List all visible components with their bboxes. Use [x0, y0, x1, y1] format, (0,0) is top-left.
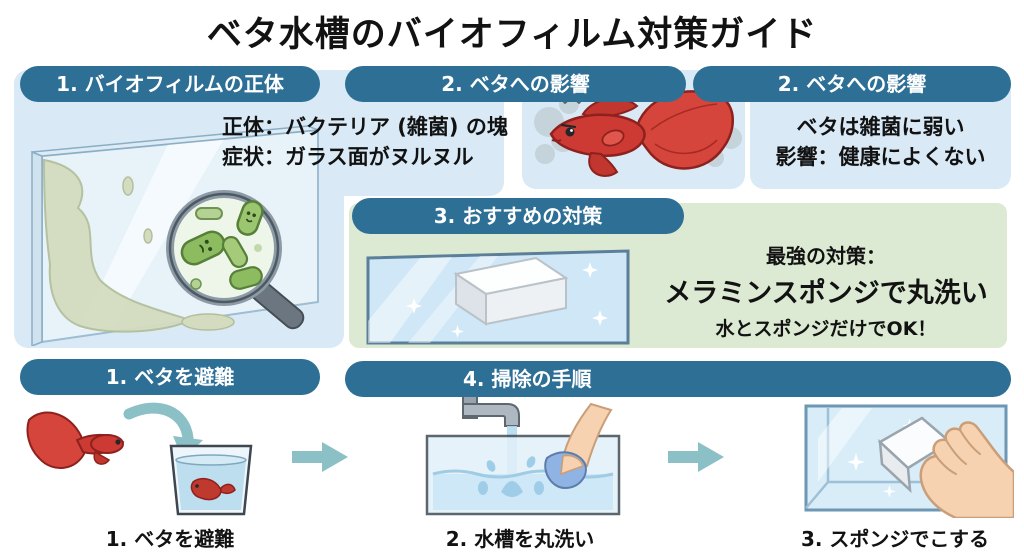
- sponge-wipe-illustration: [804, 404, 1014, 518]
- recommended-note: 水とスポンジだけでOK！: [715, 318, 937, 340]
- sponge-icon: [453, 256, 569, 326]
- betta-fish-small-icon: [26, 411, 125, 470]
- step-caption-2: 2. 水槽を丸洗い: [445, 527, 595, 551]
- hand-with-sponge-icon: [877, 416, 1014, 518]
- header-betta-impact-right: 2. ベタへの影響: [693, 66, 1011, 102]
- arrow-right-icon: [668, 442, 724, 472]
- step-caption-3: 3. スポンジでこする: [800, 527, 990, 551]
- aquarium-biofilm-illustration: [31, 125, 319, 346]
- recommended-main: メラミンスポンジで丸洗い: [664, 278, 988, 309]
- cup-with-betta-icon: [169, 444, 253, 516]
- identity-text: 正体：バクテリア (雑菌) の塊 症状：ガラス面がヌルヌル: [222, 112, 510, 172]
- identity-line-1: 正体：バクテリア (雑菌) の塊: [222, 115, 508, 139]
- melamine-sponge-illustration: [366, 249, 630, 345]
- impact-line-2: 影響：健康によくない: [775, 145, 986, 169]
- impact-text: ベタは雑菌に弱い 影響：健康によくない: [752, 112, 1009, 172]
- step-caption-1: 1. ベタを避難: [105, 527, 235, 551]
- header-betta-impact-left: 2. ベタへの影響: [345, 66, 686, 102]
- hand-with-cloth-icon: [544, 402, 613, 490]
- betta-to-cup-illustration: [26, 402, 253, 516]
- recommended-intro: 最強の対策：: [766, 244, 886, 268]
- arrow-right-icon: [292, 442, 348, 472]
- impact-line-1: ベタは雑菌に弱い: [796, 115, 965, 139]
- main-title: ベタ水槽のバイオフィルム対策ガイド: [206, 15, 818, 55]
- header-evacuate-betta: 1. ベタを避難: [20, 359, 320, 395]
- tank-washing-illustration: [425, 396, 621, 516]
- faucet-icon: [462, 396, 520, 427]
- header-recommended-measure: 3. おすすめの対策: [352, 198, 684, 234]
- recommended-text: 最強の対策： メラミンスポンジで丸洗い 水とスポンジだけでOK！: [642, 240, 1010, 341]
- header-cleaning-procedure: 4. 掃除の手順: [345, 361, 1011, 397]
- sparkle-icon: [406, 262, 608, 338]
- identity-line-2: 症状：ガラス面がヌルヌル: [222, 145, 474, 169]
- bacteria-icon: [180, 200, 264, 290]
- magnifier-icon: [166, 190, 305, 330]
- header-biofilm-identity: 1. バイオフィルムの正体: [20, 66, 320, 102]
- betta-fish-icon: [549, 90, 734, 177]
- splash-icon: [478, 456, 544, 497]
